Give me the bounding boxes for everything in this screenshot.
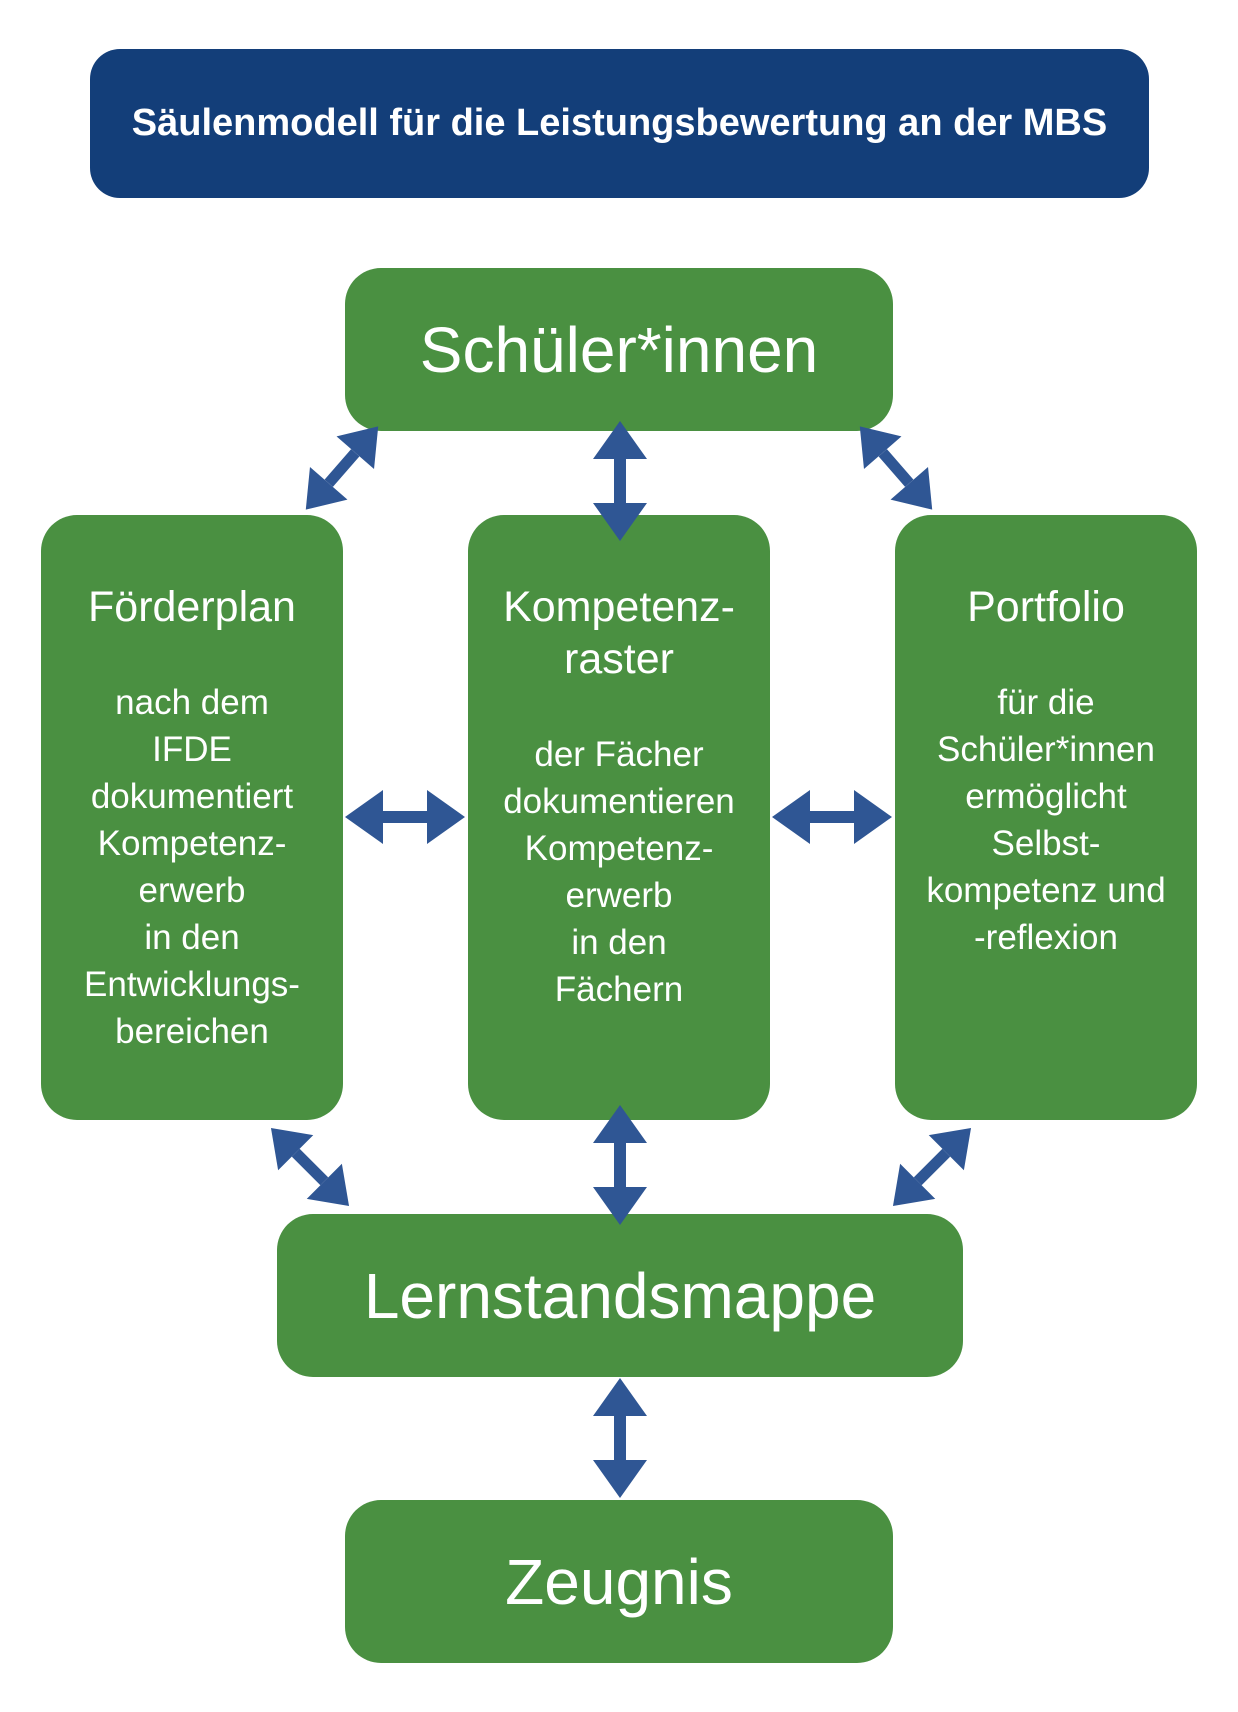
- node-zeugnis: Zeugnis: [345, 1500, 893, 1663]
- double-arrow-icon: [875, 1110, 989, 1224]
- column-foerderplan: Förderplan nach dem IFDE dokumentiert Ko…: [41, 515, 343, 1120]
- title-banner: Säulenmodell für die Leistungsbewertung …: [90, 49, 1149, 198]
- double-arrow-icon: [593, 1105, 647, 1225]
- double-arrow-icon: [345, 790, 465, 844]
- diagram-title: Säulenmodell für die Leistungsbewertung …: [131, 102, 1108, 144]
- node-lernstandsmappe-label: Lernstandsmappe: [363, 1259, 877, 1332]
- double-arrow-icon: [593, 1378, 647, 1498]
- column-foerderplan-body: nach dem IFDE dokumentiert Kompetenz- er…: [84, 683, 300, 1051]
- node-lernstandsmappe: Lernstandsmappe: [277, 1214, 963, 1377]
- column-kompetenzraster-body: der Fächer dokumentieren Kompetenz- erwe…: [503, 735, 735, 1009]
- column-portfolio-body: für die Schüler*innen ermöglicht Selbst-…: [926, 683, 1166, 957]
- column-portfolio: Portfolio für die Schüler*innen ermöglic…: [895, 515, 1197, 1120]
- double-arrow-icon: [772, 790, 892, 844]
- column-kompetenzraster-title: Kompetenz- raster: [503, 583, 735, 683]
- node-students-label: Schüler*innen: [419, 313, 819, 386]
- double-arrow-icon: [593, 421, 647, 541]
- node-zeugnis-label: Zeugnis: [505, 1545, 733, 1618]
- double-arrow-icon: [841, 410, 951, 526]
- column-kompetenzraster: Kompetenz- raster der Fächer dokumentier…: [468, 515, 770, 1120]
- double-arrow-icon: [253, 1110, 367, 1224]
- column-foerderplan-title: Förderplan: [88, 583, 296, 631]
- double-arrow-icon: [287, 410, 397, 526]
- node-students: Schüler*innen: [345, 268, 893, 431]
- column-portfolio-title: Portfolio: [967, 583, 1125, 631]
